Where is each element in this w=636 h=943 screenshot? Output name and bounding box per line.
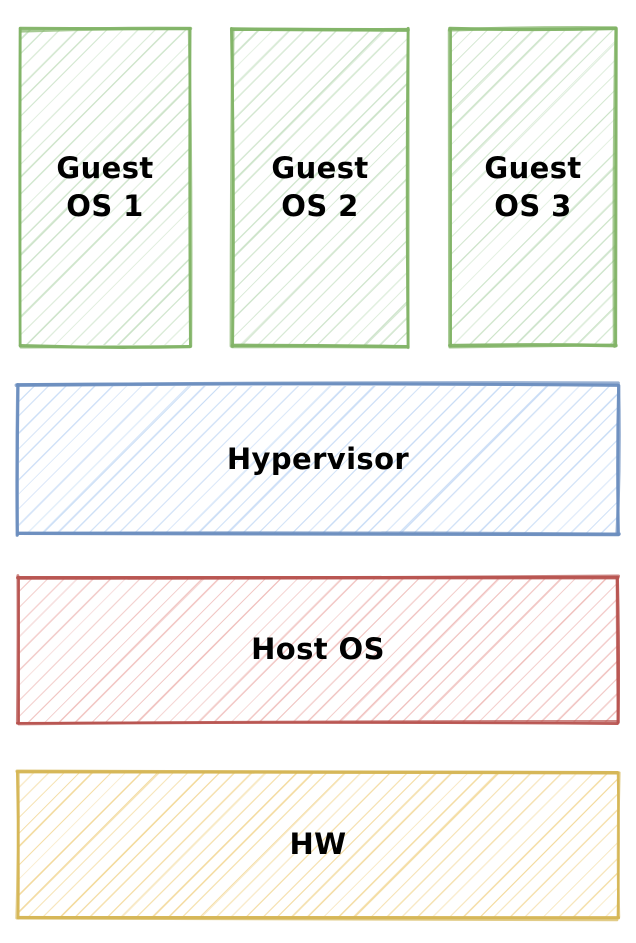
node-shape-hardware[interactable]	[0, 143, 636, 943]
node-shape-guest-os-2[interactable]	[0, 0, 636, 613]
node-shape-guest-os-3[interactable]	[111, 0, 636, 610]
node-shape-guest-os-1[interactable]	[0, 0, 529, 611]
